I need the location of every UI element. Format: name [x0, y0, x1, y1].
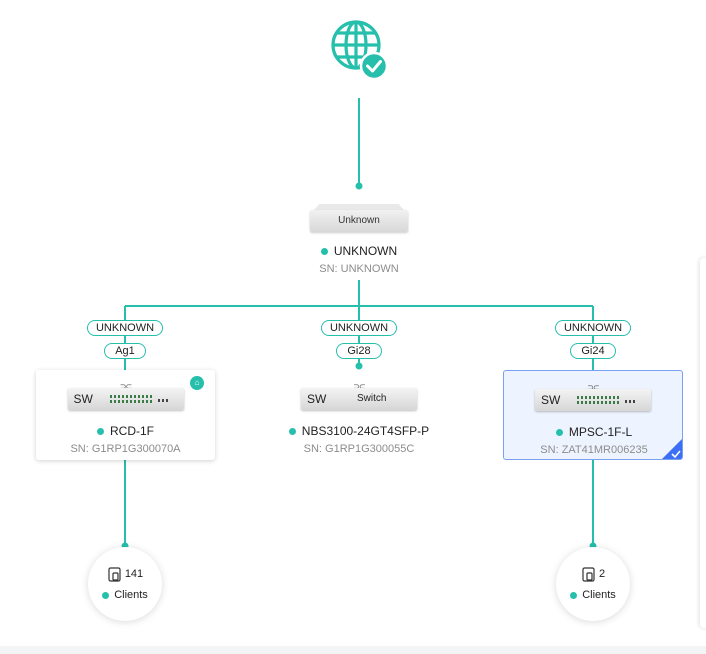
- device-name: MPSC-1F-L: [568, 425, 633, 439]
- clients-node-right[interactable]: 2 Clients: [556, 547, 630, 621]
- clients-count: 2: [598, 568, 606, 580]
- device-type-label: SW: [541, 393, 561, 407]
- device-name: RCD-1F: [110, 424, 154, 438]
- root-device-sn: SN: UNKNOWN: [319, 263, 399, 275]
- switch-device-image: SW: [535, 389, 651, 411]
- junction-dot: [355, 182, 363, 190]
- device-sn: SN: G1RP1G300070A: [70, 443, 181, 455]
- selected-check-icon: [662, 439, 682, 459]
- status-dot: [288, 427, 296, 435]
- globe-check-icon: [331, 20, 389, 81]
- brand-logo-icon: ⊃⊂: [587, 383, 599, 392]
- clients-label: Clients: [582, 589, 616, 601]
- switch-device-image: SW Switch: [301, 388, 417, 410]
- side-panel-edge: [700, 258, 706, 628]
- brand-logo-icon: ⊃⊂: [353, 382, 365, 391]
- devices-icon: [108, 567, 121, 582]
- downlink-port-pill: Ag1: [104, 343, 146, 359]
- uplink-port-pill: UNKNOWN: [87, 320, 163, 336]
- root-device-image: [314, 204, 404, 210]
- device-sn: SN: G1RP1G300055C: [303, 443, 415, 455]
- internet-node[interactable]: [328, 18, 390, 81]
- clients-count: 141: [124, 568, 144, 580]
- device-type-label: SW: [307, 392, 327, 406]
- device-sn: SN: ZAT41MR006235: [540, 444, 648, 456]
- device-name: NBS3100-24GT4SFP-P: [301, 424, 430, 438]
- root-device[interactable]: Unknown: [310, 204, 408, 232]
- device-box-text: Switch: [357, 393, 387, 404]
- clients-label: Clients: [114, 589, 148, 601]
- devices-icon: [582, 567, 595, 582]
- device-node-nbs3100[interactable]: ⊃⊂ SW Switch NBS3100-24GT4SFP-P SN: G1RP…: [270, 370, 448, 460]
- brand-logo-icon: ⊃⊂: [119, 382, 132, 391]
- device-card-rcd-1f[interactable]: ⊃⊂ SW ⌂ RCD-1F SN: G1RP1G300070A: [36, 370, 215, 460]
- status-dot: [102, 591, 110, 599]
- device-card-mpsc-1f-l[interactable]: ⊃⊂ SW MPSC-1F-L SN: ZAT41MR006235: [503, 370, 683, 460]
- device-type-label: SW: [73, 392, 93, 406]
- uplink-port-pill: UNKNOWN: [555, 320, 631, 336]
- status-dot: [570, 591, 578, 599]
- ports-graphic: [109, 395, 170, 403]
- uplink-port-pill: UNKNOWN: [321, 320, 397, 336]
- downlink-port-pill: Gi28: [336, 343, 382, 359]
- status-dot: [320, 247, 328, 255]
- root-device-box-label: Unknown: [338, 215, 380, 226]
- home-icon: ⌂: [190, 376, 204, 390]
- root-device-name[interactable]: UNKNOWN: [333, 244, 398, 258]
- bottom-bar: [0, 646, 706, 654]
- switch-device-image: SW: [67, 388, 184, 410]
- ports-graphic: [577, 396, 637, 404]
- junction-dot: [355, 362, 363, 370]
- downlink-port-pill: Gi24: [570, 343, 616, 359]
- clients-node-left[interactable]: 141 Clients: [88, 547, 162, 621]
- status-dot: [555, 428, 563, 436]
- status-dot: [97, 427, 104, 435]
- root-device-box: Unknown: [310, 210, 408, 232]
